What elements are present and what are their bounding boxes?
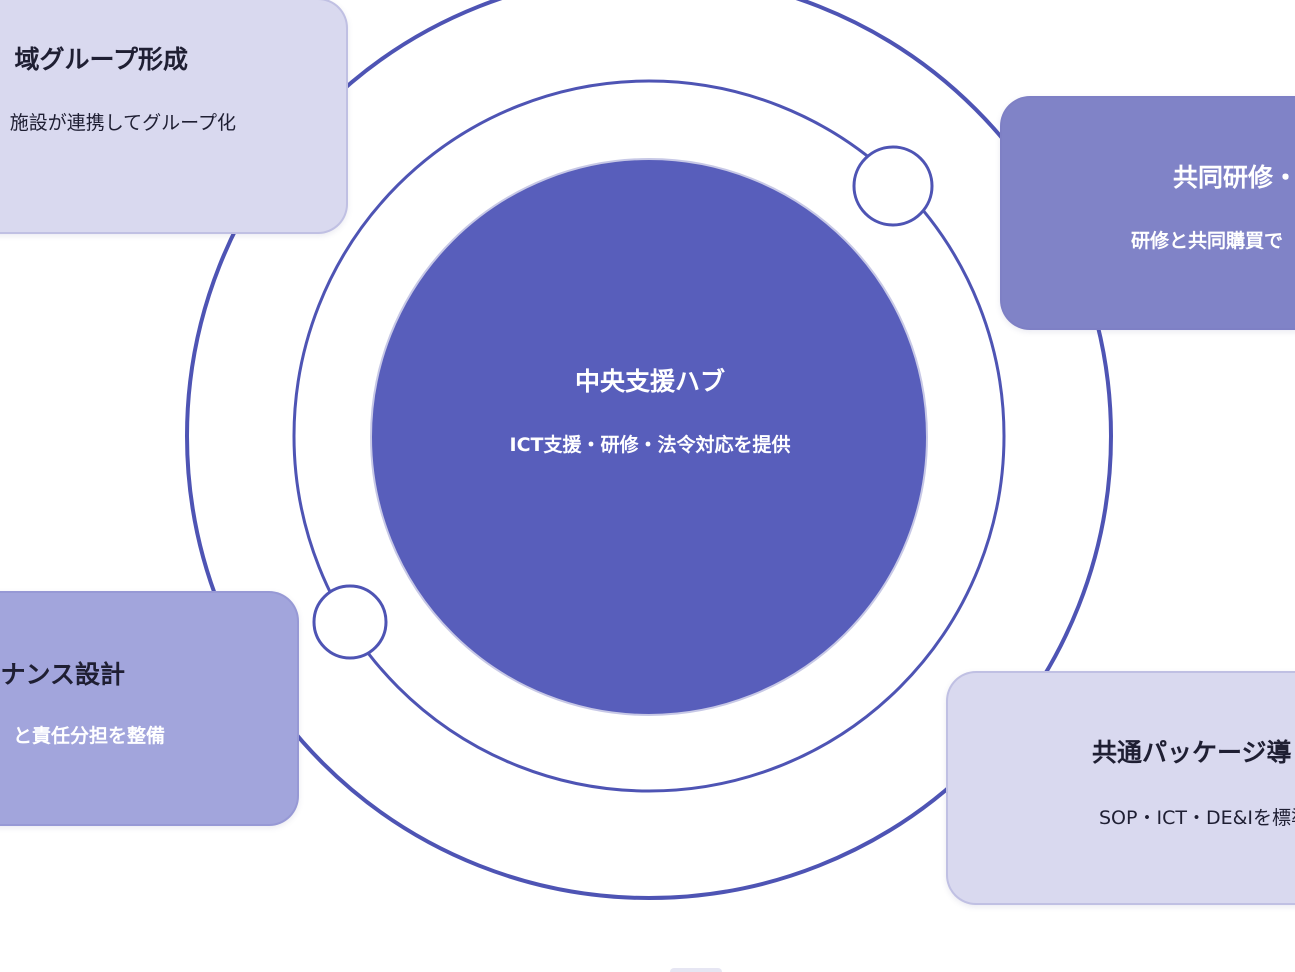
card-description: と責任分担を整備 [12,725,165,747]
bottom-edge-marker [670,968,722,972]
card-bottom-left: ナンス設計 と責任分担を整備 [0,591,299,826]
card-top-left: 域グループ形成 施設が連携してグループ化 [0,0,348,234]
card-title: 共通パッケージ導 [1092,738,1292,767]
card-title: 共同研修・ [1173,163,1295,192]
card-title: ナンス設計 [0,660,125,689]
card-title: 域グループ形成 [14,45,188,74]
card-description: SOP・ICT・DE&Iを標準 [1099,807,1295,829]
orbit-node-top-right [852,145,934,227]
outer-orbit-ring [185,0,1113,900]
inner-orbit-ring [292,79,1006,793]
orbit-node-bottom-left [312,584,388,660]
card-bottom-right: 共通パッケージ導 SOP・ICT・DE&Iを標準 [946,671,1295,905]
hub-description: ICT支援・研修・法令対応を提供 [509,434,791,456]
card-description: 施設が連携してグループ化 [9,112,236,134]
hub-circle [370,158,928,716]
card-description: 研修と共同購買で [1131,230,1284,252]
card-top-right: 共同研修・ 研修と共同購買で [1000,96,1295,330]
hub-title: 中央支援ハブ [574,367,725,396]
